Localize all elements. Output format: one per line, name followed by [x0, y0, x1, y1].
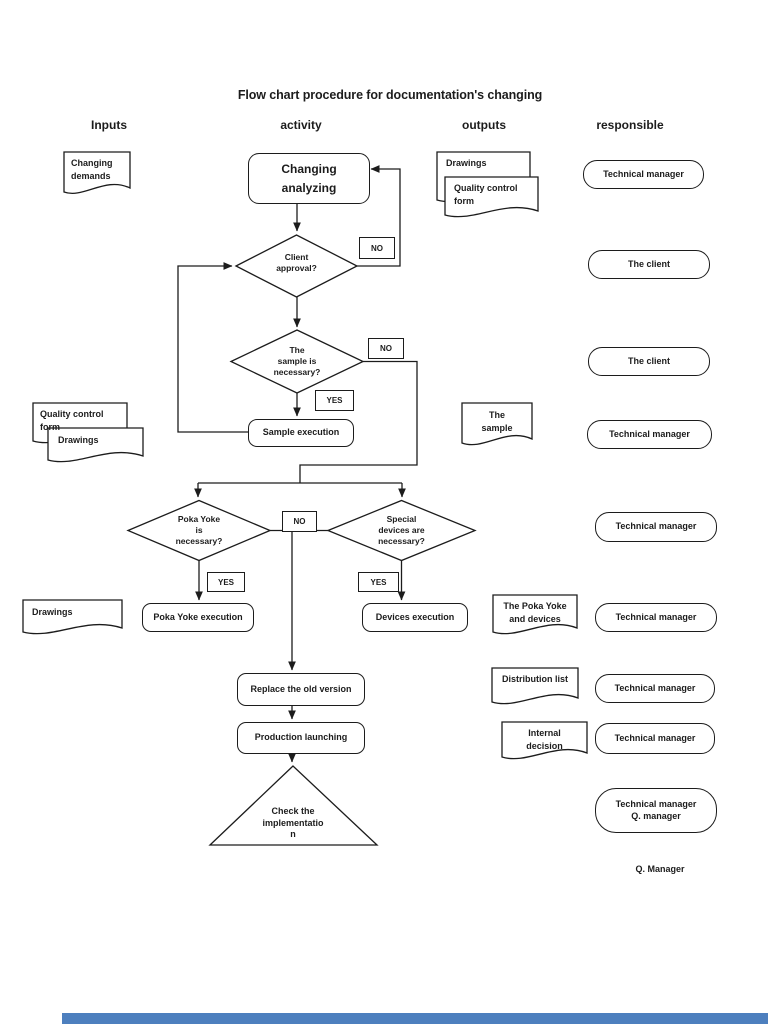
doc-out-quality-form	[444, 176, 539, 218]
output-poka-yoke-devices: The Poka Yoke and devices	[503, 601, 567, 625]
no-tag-between-diamonds: NO	[282, 511, 317, 532]
column-header-activity: activity	[280, 118, 322, 132]
document-shapes	[22, 151, 588, 760]
poka-yoke-necessary-diamond	[126, 499, 272, 562]
input-quality-control-form: Quality control form	[40, 409, 104, 433]
input-changing-demands: Changing demands	[71, 158, 113, 182]
responsible-q-manager-note: Q. Manager	[635, 864, 685, 874]
doc-internal-decision	[501, 721, 588, 760]
column-header-outputs: outputs	[462, 118, 506, 132]
doc-in-drawings-lower	[22, 599, 123, 635]
special-devices-diamond	[326, 499, 477, 562]
check-implementation-triangle	[208, 765, 379, 846]
responsible-technical-manager-2: Technical manager	[587, 420, 712, 449]
responsible-technical-manager-1: Technical manager	[583, 160, 704, 189]
node-devices-execution: Devices execution	[362, 603, 468, 632]
responsible-technical-manager-5: Technical manager	[595, 674, 715, 703]
no-tag-sample-necessary: NO	[368, 338, 404, 359]
edge-approval-no-loop	[357, 165, 401, 267]
page-bottom-bar	[62, 1013, 768, 1024]
output-distribution-list: Distribution list	[502, 674, 568, 684]
doc-the-sample	[461, 402, 533, 446]
output-quality-control-form: Quality control form	[454, 183, 518, 207]
node-sample-execution: Sample execution	[248, 419, 354, 447]
input-drawings-lower: Drawings	[32, 607, 73, 617]
responsible-the-client-2: The client	[588, 347, 710, 376]
doc-poka-devices	[492, 594, 578, 635]
node-replace-old-version: Replace the old version	[237, 673, 365, 706]
column-header-responsible: responsible	[596, 118, 664, 132]
label-poka-yoke-necessary: Poka Yoke is necessary?	[175, 514, 223, 547]
responsible-technical-q-manager: Technical manager Q. manager	[595, 788, 717, 833]
edge-sample-no-route	[299, 360, 418, 483]
output-drawings: Drawings	[446, 158, 487, 168]
doc-distribution-list	[491, 667, 579, 705]
yes-tag-special-devices: YES	[358, 572, 399, 592]
responsible-technical-manager-3: Technical manager	[595, 512, 717, 542]
responsible-the-client-1: The client	[588, 250, 710, 279]
node-poka-yoke-execution: Poka Yoke execution	[142, 603, 254, 632]
responsible-technical-manager-6: Technical manager	[595, 723, 715, 754]
decision-diamonds	[126, 234, 477, 562]
sample-necessary-diamond	[229, 329, 365, 394]
page-title: Flow chart procedure for documentation's…	[237, 88, 543, 102]
yes-tag-poka-yoke: YES	[207, 572, 245, 592]
label-client-approval: Client approval?	[276, 252, 317, 274]
doc-changing-demands	[63, 151, 131, 194]
input-drawings-mid: Drawings	[58, 435, 99, 445]
node-changing-analyzing: Changing analyzing	[248, 153, 370, 204]
output-internal-decision: Internal decision	[526, 728, 563, 752]
output-the-sample: The sample	[481, 410, 513, 434]
node-production-launching: Production launching	[237, 722, 365, 754]
connectors	[177, 165, 418, 763]
label-check-implementation: Check the implementatio n	[262, 806, 324, 840]
label-special-devices-necessary: Special devices are necessary?	[378, 514, 425, 547]
doc-in-drawings-mid	[47, 427, 144, 463]
responsible-technical-manager-4: Technical manager	[595, 603, 717, 632]
client-approval-diamond	[234, 234, 359, 298]
no-tag-client-approval: NO	[359, 237, 395, 259]
label-sample-necessary: The sample is necessary?	[273, 345, 321, 378]
yes-tag-sample-necessary: YES	[315, 390, 354, 411]
edge-sampleexec-loop-to-approval	[177, 262, 248, 433]
column-header-inputs: Inputs	[91, 118, 127, 132]
